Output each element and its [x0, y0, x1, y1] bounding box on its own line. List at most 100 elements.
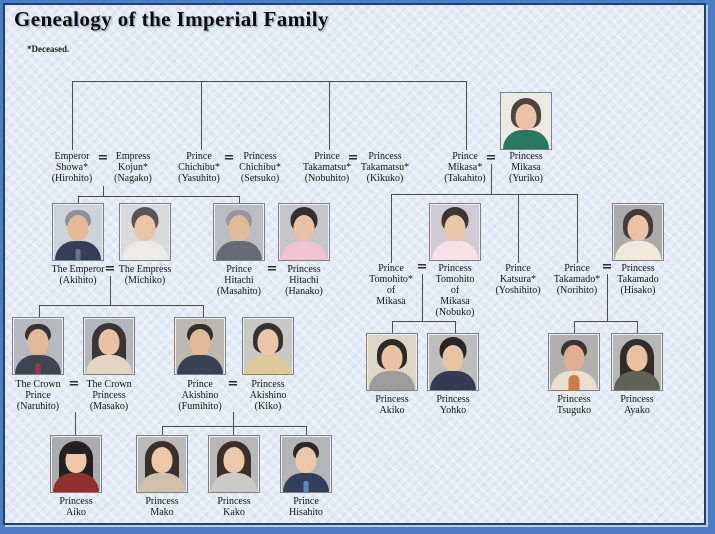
torso-shape	[245, 355, 291, 374]
person-label-crown-princess: The Crown Princess (Masako)	[86, 379, 132, 412]
connector-line	[392, 321, 455, 322]
person-label-the-empress: The Empress (Michiko)	[118, 264, 172, 286]
face-shape	[626, 345, 648, 371]
person-label-princess-akishino: Princess Akishino (Kiko)	[249, 379, 287, 412]
person-label-prince-katsura: Prince Katsura* (Yoshihito)	[495, 263, 541, 296]
marriage-equals: =	[347, 150, 359, 166]
connector-line	[72, 81, 73, 150]
person-label-princess-takamado: Princess Takamado (Hisako)	[617, 263, 659, 296]
torso-shape	[122, 241, 168, 260]
portrait-the-emperor	[52, 203, 104, 261]
connector-line	[110, 276, 111, 305]
face-shape	[627, 215, 649, 241]
marriage-equals: =	[266, 261, 278, 277]
torso-shape	[432, 241, 478, 260]
person-label-princess-aiko: Princess Aiko	[59, 496, 93, 518]
connector-line	[162, 426, 163, 435]
portrait-prince-akishino	[174, 317, 226, 375]
torso-shape	[615, 241, 661, 260]
portrait-crown-princess	[83, 317, 135, 375]
marriage-equals: =	[416, 259, 428, 275]
person-label-princess-chichibu: Princess Chichibu* (Setsuko)	[239, 151, 281, 184]
connector-line	[574, 321, 637, 322]
connector-line	[574, 321, 575, 333]
portrait-princess-ayako	[611, 333, 663, 391]
person-label-princess-mikasa: Princess Mikasa (Yuriko)	[509, 151, 543, 184]
face-shape	[442, 345, 464, 371]
tie-shape	[303, 481, 309, 492]
face-shape	[257, 329, 279, 355]
face-shape	[98, 329, 120, 355]
page-title: Genealogy of the Imperial Family	[14, 7, 329, 31]
torso-shape	[281, 241, 327, 260]
torso-shape	[430, 371, 476, 390]
person-label-princess-takamatsu: Princess Takamatsu* (Kikuko)	[360, 151, 410, 184]
portrait-prince-hisahito	[280, 435, 332, 493]
connector-line	[455, 321, 456, 333]
connector-line	[78, 196, 239, 197]
portrait-crown-prince	[12, 317, 64, 375]
torso-shape	[53, 473, 99, 492]
face-shape	[151, 447, 173, 473]
portrait-princess-tomohito	[429, 203, 481, 261]
person-label-princess-yohko: Princess Yohko	[436, 394, 470, 416]
person-label-crown-prince: The Crown Prince (Naruhito)	[15, 379, 61, 412]
connector-line	[391, 194, 577, 195]
person-label-the-emperor: The Emperor (Akihito)	[51, 264, 105, 286]
face-shape	[444, 215, 466, 241]
person-label-prince-chichibu: Prince Chichibu* (Yasuhito)	[178, 151, 220, 184]
portrait-princess-akishino	[242, 317, 294, 375]
connector-line	[75, 412, 76, 435]
person-label-princess-hitachi: Princess Hitachi (Hanako)	[285, 264, 323, 297]
connector-line	[577, 194, 578, 263]
connector-line	[39, 305, 203, 306]
portrait-princess-mako	[136, 435, 188, 493]
deceased-note: *Deceased.	[27, 44, 70, 54]
connector-line	[201, 81, 202, 150]
connector-line	[466, 81, 467, 150]
portrait-princess-kako	[208, 435, 260, 493]
face-shape	[67, 215, 89, 241]
connector-line	[39, 305, 40, 317]
person-label-empress-kojun: Empress Kojun* (Nagako)	[114, 151, 152, 184]
person-label-princess-akiko: Princess Akiko	[375, 394, 409, 416]
face-shape	[563, 345, 585, 371]
portrait-princess-yohko	[427, 333, 479, 391]
connector-line	[233, 412, 234, 435]
marriage-equals: =	[601, 259, 613, 275]
face-shape	[228, 215, 250, 241]
portrait-princess-akiko	[366, 333, 418, 391]
tie-shape	[75, 249, 81, 260]
connector-line	[637, 321, 638, 333]
portrait-prince-hitachi	[213, 203, 265, 261]
face-shape	[295, 447, 317, 473]
marriage-equals: =	[104, 261, 116, 277]
portrait-princess-mikasa	[500, 92, 552, 150]
connector-line	[422, 274, 423, 321]
person-label-prince-mikasa: Prince Mikasa* (Takahito)	[444, 151, 486, 184]
person-label-emperor-showa: Emperor Showa* (Hirohito)	[51, 151, 93, 184]
torso-shape	[177, 355, 223, 374]
face-shape	[27, 329, 49, 355]
marriage-equals: =	[97, 150, 109, 166]
person-label-princess-tsuguko: Princess Tsuguko	[556, 394, 592, 416]
chart-background	[3, 3, 706, 525]
face-shape	[381, 345, 403, 371]
person-label-prince-hisahito: Prince Hisahito	[289, 496, 323, 518]
connector-line	[203, 305, 204, 317]
connector-line	[78, 196, 79, 203]
face-shape	[293, 215, 315, 241]
connector-line	[306, 426, 307, 435]
connector-line	[607, 274, 608, 321]
connector-line	[391, 194, 392, 263]
torso-shape	[369, 371, 415, 390]
torso-shape	[503, 130, 549, 149]
person-label-princess-kako: Princess Kako	[217, 496, 251, 518]
marriage-equals: =	[223, 150, 235, 166]
marriage-equals: =	[485, 150, 497, 166]
face-shape	[189, 329, 211, 355]
person-label-prince-akishino: Prince Akishino (Fumihito)	[178, 379, 222, 412]
face-shape	[134, 215, 156, 241]
